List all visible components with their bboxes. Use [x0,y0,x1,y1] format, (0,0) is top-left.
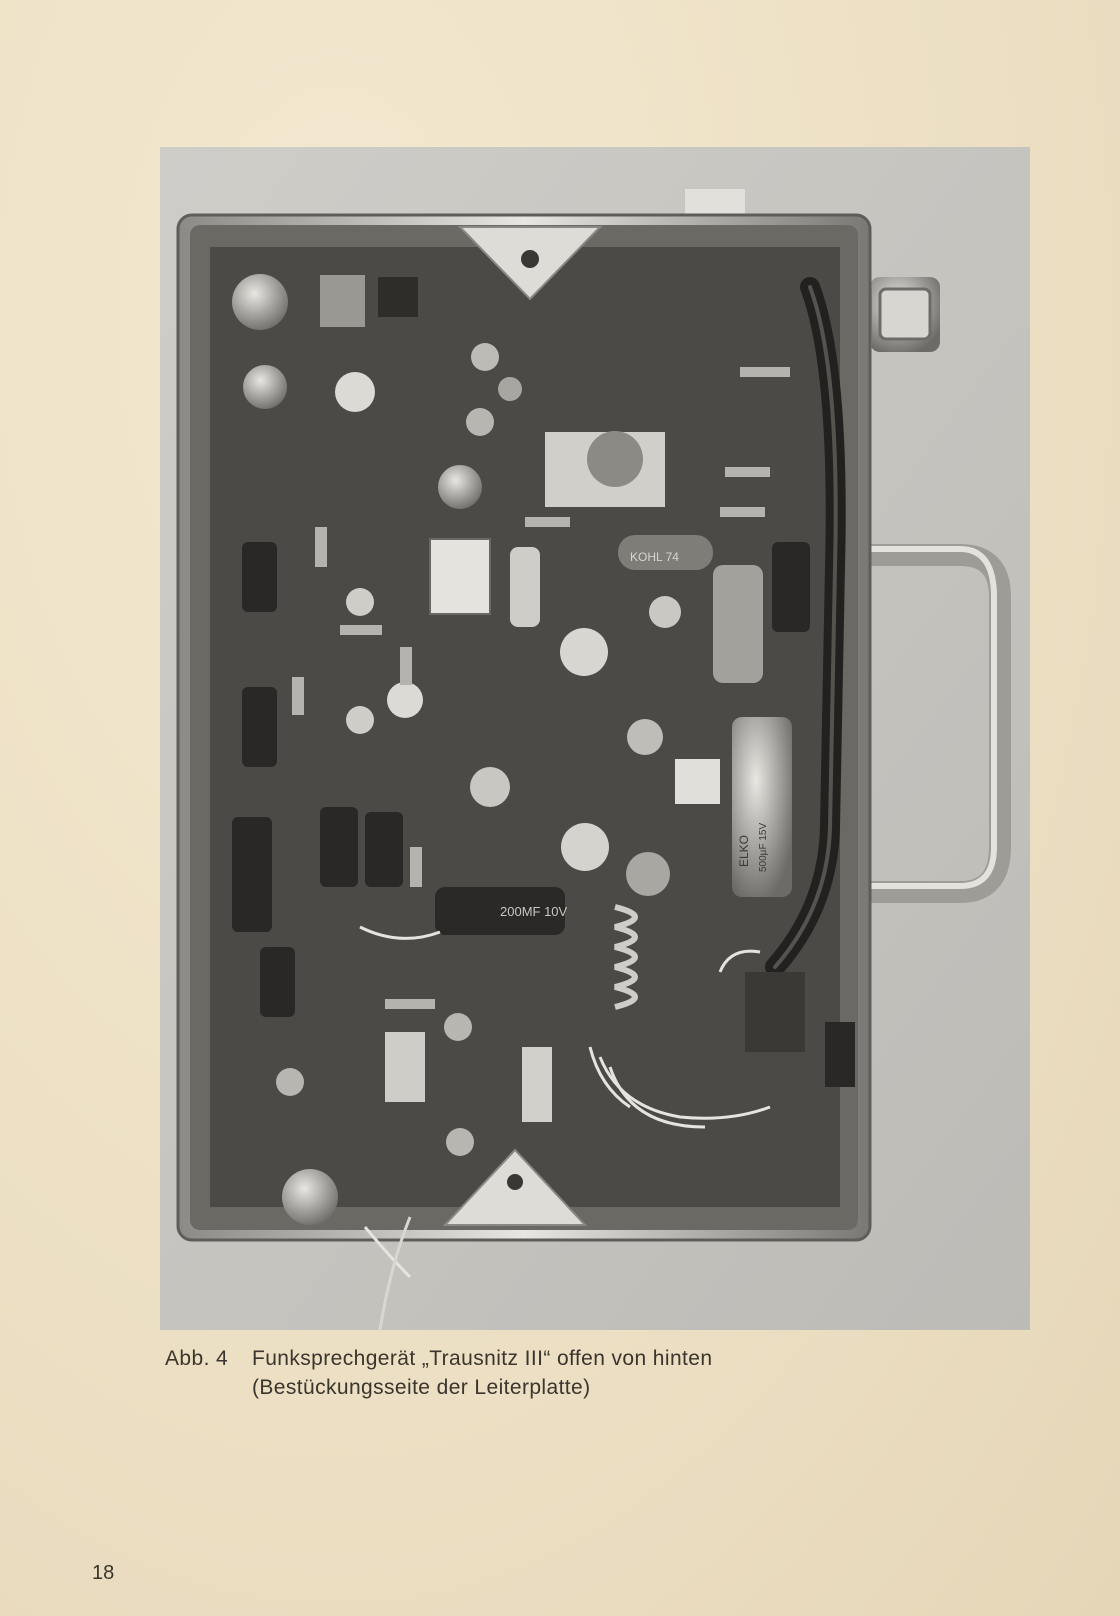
photo-marking-elko-value: 500µF 15V [758,823,769,872]
page-number: 18 [92,1562,115,1584]
components [232,274,855,1279]
caption-line-1: Funksprechgerät „Trausnitz III“ offen vo… [252,1347,713,1370]
photo-marking-elko: ELKO [737,835,751,867]
figure-label: Abb. 4 [165,1347,229,1370]
photo-marking-crystal: KOHL 74 [630,550,679,564]
photo-marking-capacitor: 200MF 10V [500,904,568,919]
figure-photo-radio-interior: 200MF 10V ELKO 500µF 15V KOHL 74 [160,147,1030,1330]
handle [839,544,1011,903]
caption-line-2: (Bestückungsseite der Leiterplatte) [252,1376,591,1399]
